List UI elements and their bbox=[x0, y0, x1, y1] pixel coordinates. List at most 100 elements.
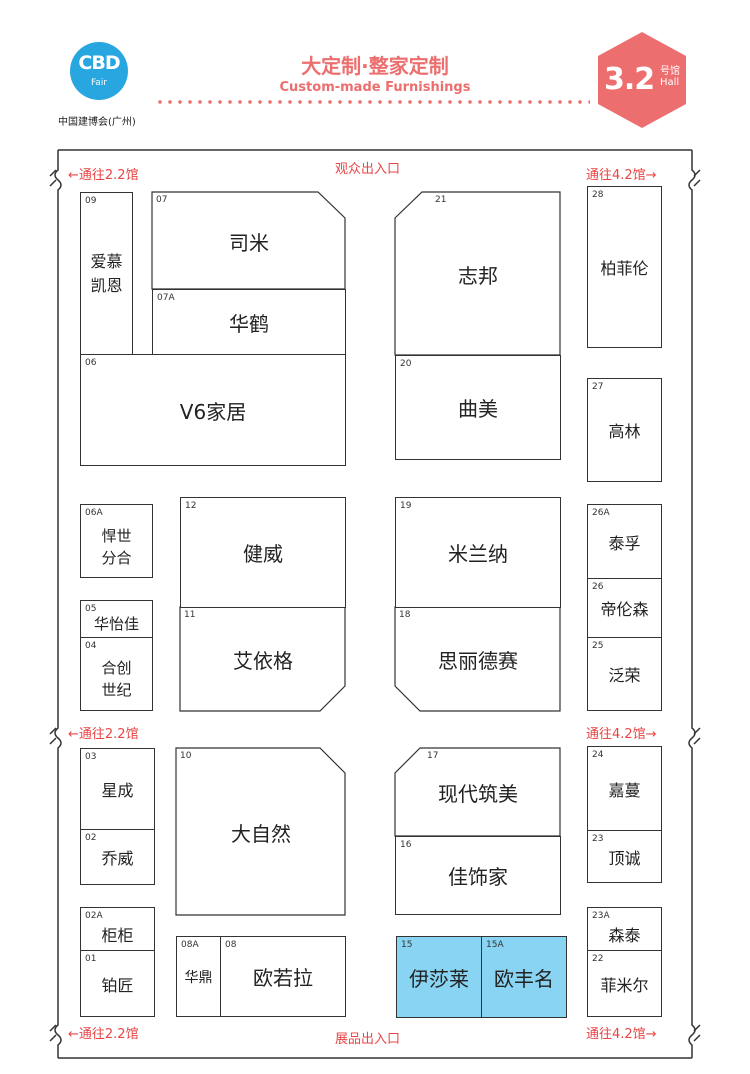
booth-name: 伊莎莱 bbox=[409, 966, 469, 991]
to-hall-22-top: ←通往2.2馆 bbox=[68, 168, 139, 183]
booth-name: 现代筑美 bbox=[438, 782, 518, 806]
booth-06a[interactable]: 06A 悍世 分合 bbox=[80, 504, 153, 578]
cbd-logo bbox=[70, 42, 128, 100]
booth-name: 司米 bbox=[229, 230, 269, 255]
booth-08a[interactable]: 08A 华鼎 bbox=[176, 936, 221, 1017]
hall-label-en: Hall bbox=[660, 77, 680, 88]
booth-name: 爱慕 凯恩 bbox=[90, 251, 123, 295]
booth-name: 欧若拉 bbox=[253, 966, 313, 990]
booth-name: 思丽德赛 bbox=[438, 649, 518, 673]
booth-27[interactable]: 27 高林 bbox=[587, 378, 662, 482]
booth-name: 佳饰家 bbox=[448, 865, 508, 889]
booth-02[interactable]: 02 乔威 bbox=[80, 829, 155, 885]
booth-15a[interactable]: 15A 欧丰名 bbox=[481, 936, 567, 1018]
booth-name: 志邦 bbox=[458, 263, 498, 288]
booth-number: 24 bbox=[592, 750, 604, 760]
hall-label-cn: 号馆 bbox=[660, 66, 680, 77]
booth-number: 06 bbox=[85, 358, 97, 368]
booth-07-shape bbox=[151, 191, 346, 290]
booth-name: 华怡佳 bbox=[93, 615, 139, 633]
booth-10-shape bbox=[175, 747, 346, 916]
booth-number: 22 bbox=[592, 954, 604, 964]
booth-name: 菲米尔 bbox=[600, 975, 649, 995]
booth-name: 华鹤 bbox=[229, 311, 269, 336]
booth-number: 25 bbox=[592, 641, 604, 651]
booth-06[interactable]: 06 V6家居 bbox=[80, 354, 346, 466]
booth-24[interactable]: 24 嘉蔓 bbox=[587, 746, 662, 831]
booth-26[interactable]: 26 帝伦森 bbox=[587, 578, 662, 638]
booth-number: 11 bbox=[184, 610, 196, 620]
booth-name: 大自然 bbox=[231, 821, 291, 846]
booth-number: 10 bbox=[180, 751, 192, 761]
dotted-divider bbox=[155, 100, 590, 104]
exhibit-entrance-sign: 展品出入口 bbox=[335, 1032, 401, 1047]
hall-badge bbox=[598, 32, 686, 128]
booth-number: 05 bbox=[85, 604, 97, 614]
booth-03[interactable]: 03 星成 bbox=[80, 748, 155, 830]
booth-number: 20 bbox=[400, 359, 412, 369]
hall-number: 3.2 bbox=[604, 62, 655, 97]
booth-number: 16 bbox=[400, 840, 412, 850]
logo-text: CBD bbox=[78, 52, 120, 74]
booth-number: 02A bbox=[85, 911, 103, 921]
booth-number: 12 bbox=[185, 501, 197, 511]
booth-19[interactable]: 19 米兰纳 bbox=[395, 497, 561, 608]
booth-16[interactable]: 16 佳饰家 bbox=[395, 836, 561, 915]
booth-name: 泛荣 bbox=[608, 666, 641, 685]
booth-26a[interactable]: 26A 泰孚 bbox=[587, 504, 662, 579]
booth-07[interactable]: 07 司米 bbox=[152, 192, 346, 290]
booth-name: 健威 bbox=[243, 542, 283, 566]
booth-23a[interactable]: 23A 森泰 bbox=[587, 907, 662, 951]
booth-name: 华鼎 bbox=[184, 969, 213, 986]
booth-28[interactable]: 28 柏菲伦 bbox=[587, 186, 662, 348]
booth-name: 帝伦森 bbox=[600, 600, 649, 619]
booth-name: 合创 世纪 bbox=[101, 659, 132, 699]
booth-name: 顶诚 bbox=[608, 848, 641, 868]
booth-number: 08A bbox=[181, 940, 199, 950]
booth-09[interactable]: 09 爱慕 凯恩 bbox=[80, 192, 133, 355]
booth-04[interactable]: 04 合创 世纪 bbox=[80, 637, 153, 711]
booth-name: V6家居 bbox=[179, 399, 247, 424]
booth-20[interactable]: 20 曲美 bbox=[395, 355, 561, 460]
booth-12[interactable]: 12 健威 bbox=[180, 497, 346, 608]
booth-name: 泰孚 bbox=[608, 533, 641, 553]
booth-11[interactable]: 11 艾依格 bbox=[180, 607, 346, 712]
booth-21[interactable]: 21 志邦 bbox=[395, 192, 561, 356]
logo-sub: Fair bbox=[90, 78, 108, 88]
booth-07a[interactable]: 07A 华鹤 bbox=[152, 289, 346, 355]
to-hall-42-mid: 通往4.2馆→ bbox=[586, 727, 657, 742]
booth-02a[interactable]: 02A 柜柜 bbox=[80, 907, 155, 951]
audience-entrance-sign: 观众出入口 bbox=[335, 162, 401, 177]
booth-18[interactable]: 18 思丽德赛 bbox=[395, 607, 561, 712]
to-hall-22-mid: ←通往2.2馆 bbox=[68, 727, 139, 742]
booth-number: 26A bbox=[592, 508, 610, 518]
booth-25[interactable]: 25 泛荣 bbox=[587, 637, 662, 711]
booth-number: 09 bbox=[85, 196, 97, 206]
booth-name: 柏菲伦 bbox=[600, 259, 649, 278]
booth-05[interactable]: 05 华怡佳 bbox=[80, 600, 153, 638]
booth-22[interactable]: 22 菲米尔 bbox=[587, 950, 662, 1017]
booth-name: 欧丰名 bbox=[494, 966, 554, 991]
booth-name: 米兰纳 bbox=[448, 542, 508, 566]
booth-name: 乔威 bbox=[101, 849, 134, 868]
booth-name: 柜柜 bbox=[101, 926, 134, 945]
booth-number: 19 bbox=[400, 501, 412, 511]
booth-01[interactable]: 01 铂匠 bbox=[80, 950, 155, 1017]
booth-number: 03 bbox=[85, 752, 97, 762]
booth-number: 15A bbox=[486, 940, 504, 950]
booth-number: 28 bbox=[592, 190, 604, 200]
booth-17[interactable]: 17 现代筑美 bbox=[395, 748, 561, 837]
booth-23[interactable]: 23 顶诚 bbox=[587, 830, 662, 883]
to-hall-22-bot: ←通往2.2馆 bbox=[68, 1027, 139, 1042]
booth-15[interactable]: 15 伊莎莱 bbox=[396, 936, 482, 1018]
to-hall-42-top: 通往4.2馆→ bbox=[586, 168, 657, 183]
booth-number: 06A bbox=[85, 508, 103, 518]
booth-10[interactable]: 10 大自然 bbox=[176, 748, 346, 916]
booth-number: 17 bbox=[427, 751, 439, 761]
booth-number: 21 bbox=[435, 195, 447, 205]
booth-name: 高林 bbox=[608, 422, 641, 441]
booth-number: 18 bbox=[399, 610, 411, 620]
booth-08[interactable]: 08 欧若拉 bbox=[220, 936, 346, 1017]
